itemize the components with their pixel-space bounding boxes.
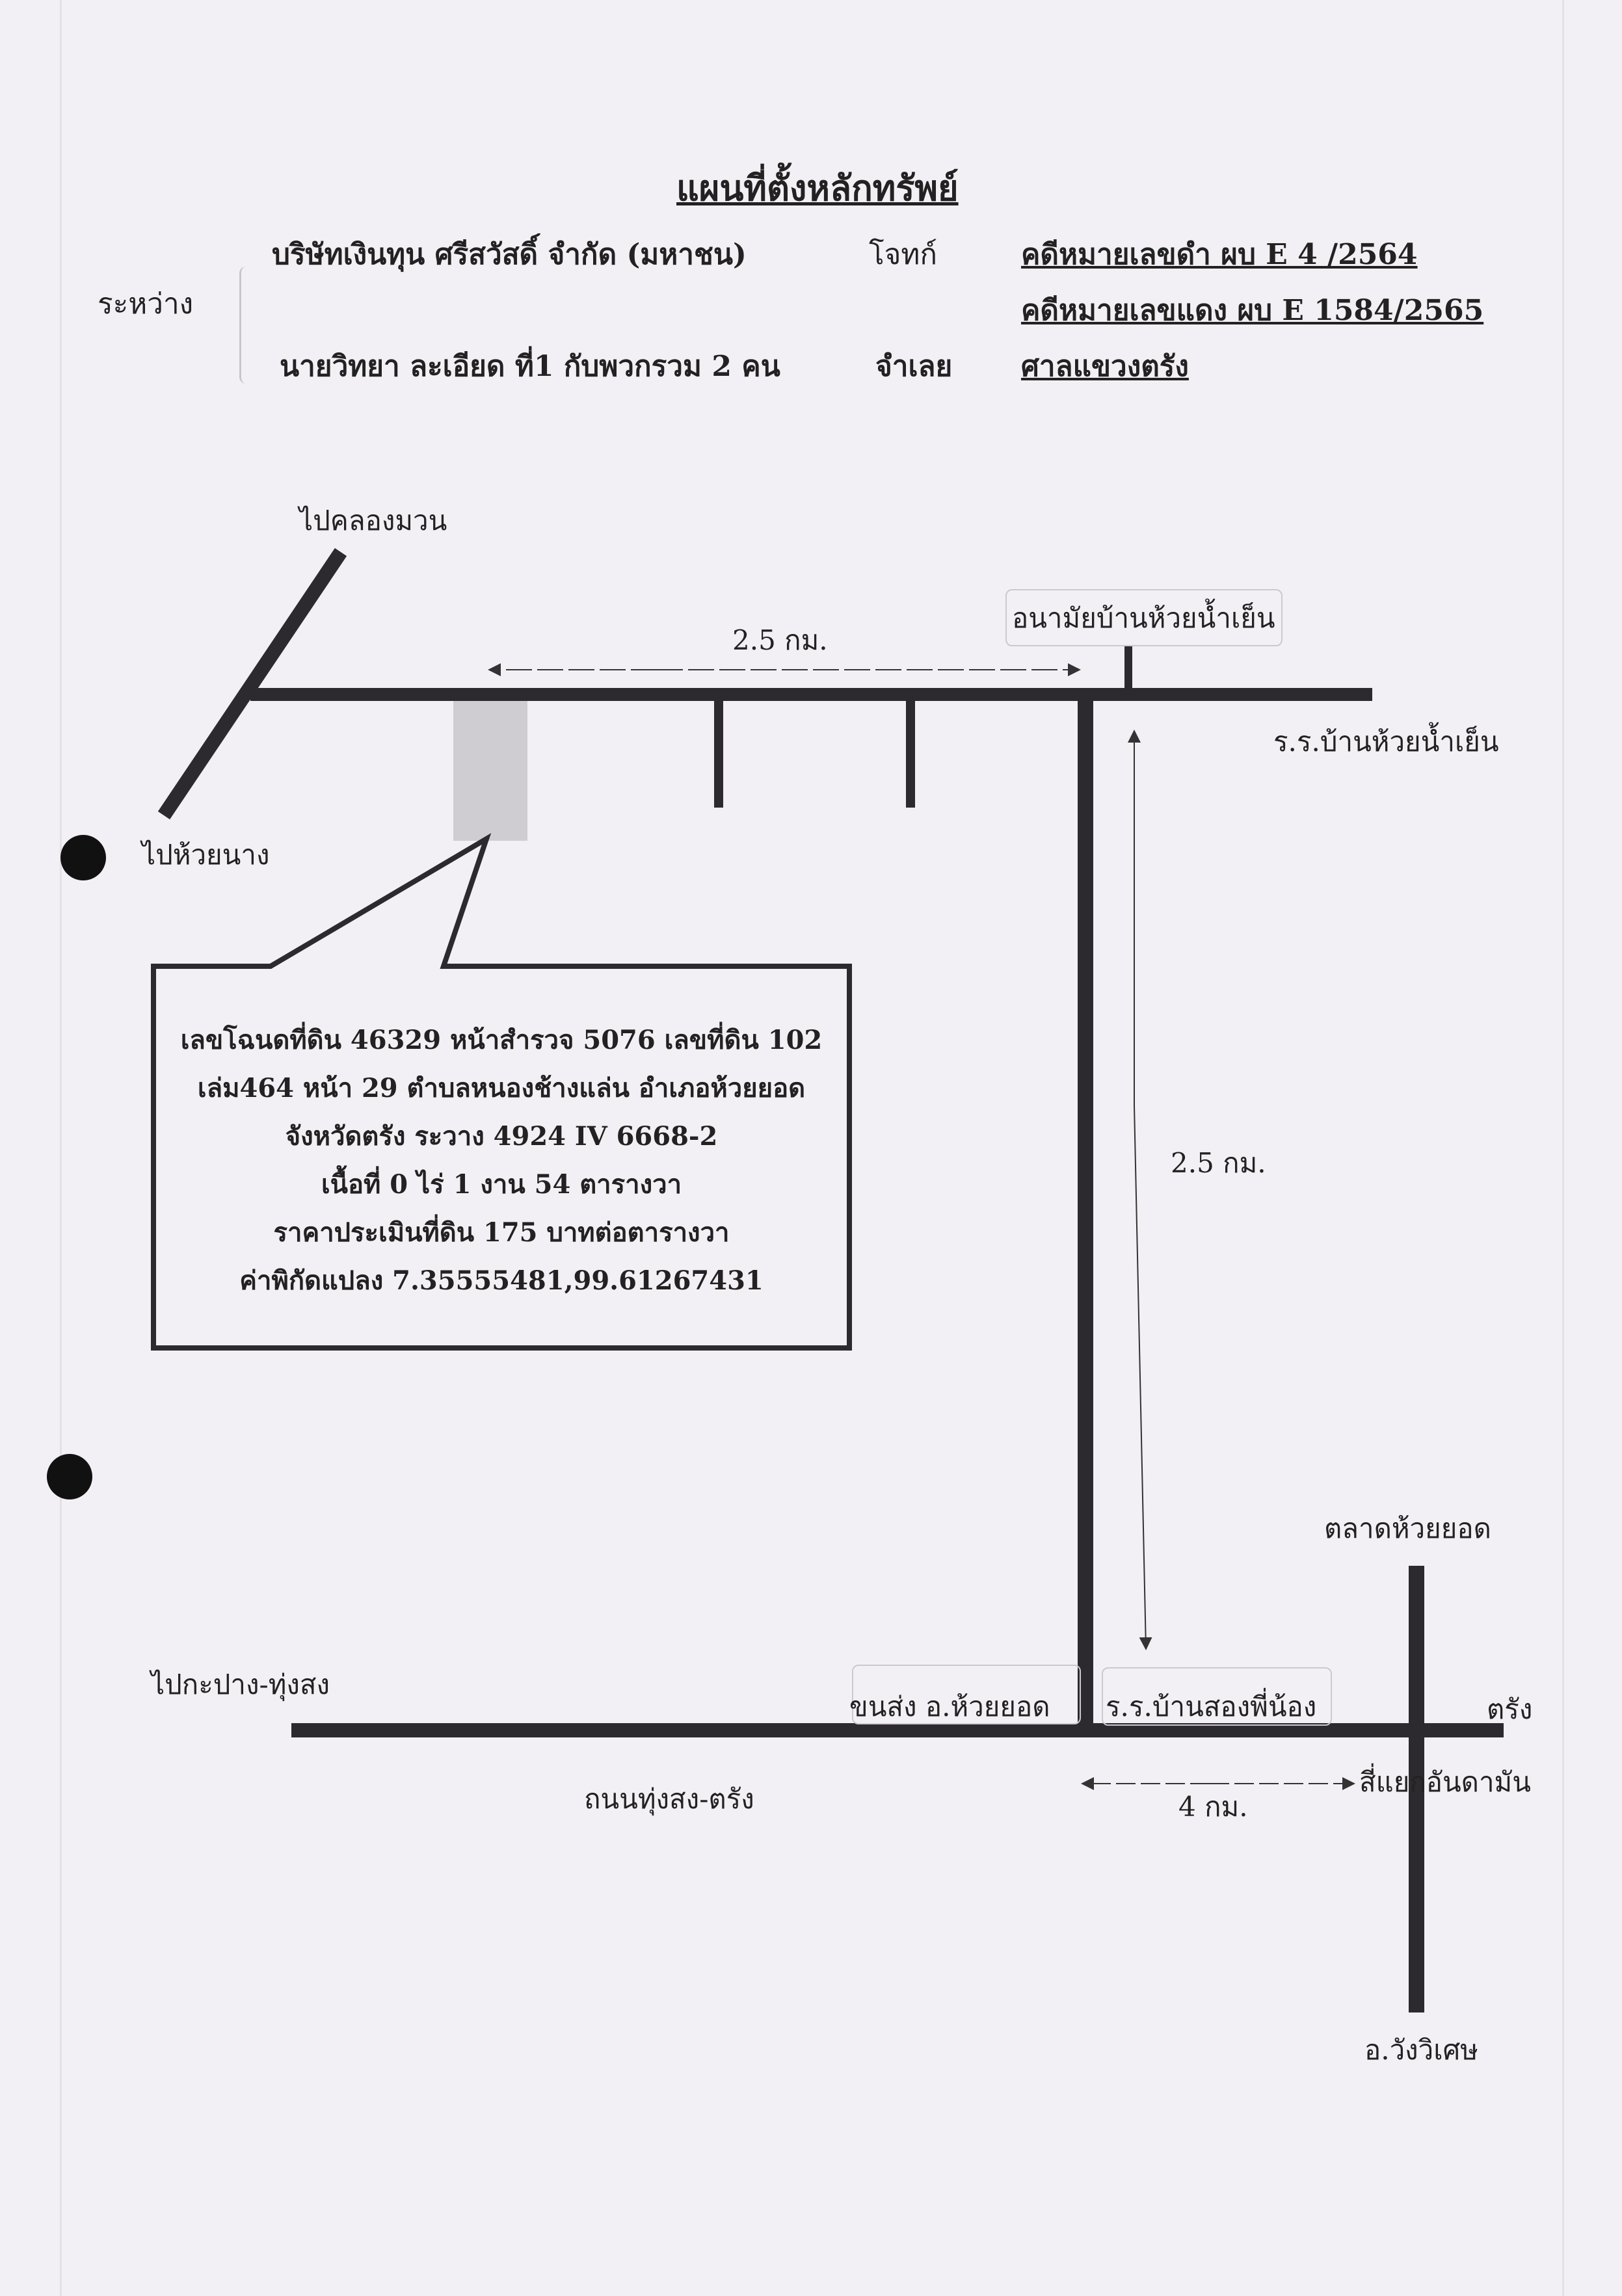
label-intersection: สี่แยกอันดามัน [1359,1766,1531,1798]
road-main-vertical [1078,699,1093,1737]
road-branch-1 [714,701,723,808]
road-right-vertical [1409,1566,1424,2012]
info-line-1: เลขโฉนดที่ดิน 46329 หน้าสำรวจ 5076 เลขที… [180,1025,823,1055]
label-transport: ขนส่ง อ.ห้วยยอด [849,1691,1050,1722]
label-school-huai-nam-yen: ร.ร.บ้านห้วยน้ำเย็น [1273,726,1499,758]
label-distance-vertical: 2.5 กม. [1171,1147,1266,1179]
defendant-role: จำเลย [875,350,953,383]
label-to-huai-nang: ไปห้วยนาง [142,839,270,871]
label-to-khlong-muan: ไปคลองมวน [299,505,447,536]
brace [239,267,256,384]
defendant-name: นายวิทยา ละเอียด ที่1 กับพวกรวม 2 คน [280,350,780,383]
label-trang: ตรัง [1487,1693,1533,1725]
road-diagonal [157,548,347,820]
plaintiff-role: โจทก์ [869,238,938,271]
info-line-3: จังหวัดตรัง ระวาง 4924 IV 6668-2 [285,1121,718,1152]
info-line-6: ค่าพิกัดแปลง 7.35555481,99.61267431 [239,1265,764,1296]
label-market: ตลาดห้วยยอด [1324,1512,1491,1544]
court-name: ศาลแขวงตรัง [1021,350,1189,383]
page-title: แผนที่ตั้งหลักทรัพย์ [676,167,959,209]
info-line-5: ราคาประเมินที่ดิน 175 บาทต่อตารางวา [273,1217,730,1248]
punch-hole-top [60,835,106,880]
info-callout-box [151,833,852,1351]
plaintiff-name: บริษัทเงินทุน ศรีสวัสดิ์ จำกัด (มหาชน) [272,238,747,271]
transport-frame [852,1665,1081,1724]
label-health-station: อนามัยบ้านห้วยน้ำเย็น [1012,602,1275,634]
info-line-2: เล่ม464 หน้า 29 ตำบลหนองช้างแล่น อำเภอห้… [197,1073,806,1103]
road-top-horizontal [250,688,1372,701]
land-parcel [453,701,527,841]
black-case-number: คดีหมายเลขดำ ผบ E 4 /2564 [1021,238,1418,271]
school-song-phi-nong-frame [1102,1667,1332,1726]
info-line-4: เนื้อที่ 0 ไร่ 1 งาน 54 ตารางวา [321,1169,682,1200]
distance-arrow-vertical-down [1134,1105,1152,1650]
label-wang-wiset: อ.วังวิเศษ [1364,2034,1478,2066]
label-to-kapang: ไปกะปาง-ทุ่งสง [151,1669,330,1700]
label-school-song-phi-nong: ร.ร.บ้านสองพี่น้อง [1106,1691,1317,1722]
label-road-name: ถนนทุ่งสง-ตรัง [584,1783,754,1815]
road-health-station-stub [1124,645,1132,688]
road-branch-2 [906,701,915,808]
road-bottom-horizontal [291,1723,1504,1737]
red-case-number: คดีหมายเลขแดง ผบ E 1584/2565 [1021,294,1484,327]
label-distance-bottom: 4 กม. [1178,1791,1248,1823]
label-distance-top: 2.5 กม. [732,624,828,656]
health-station-frame [1005,589,1283,646]
between-label: ระหว่าง [98,287,194,321]
fold-line-left [60,0,62,2296]
punch-hole-bottom [47,1454,92,1499]
fold-line-right [1562,0,1564,2296]
